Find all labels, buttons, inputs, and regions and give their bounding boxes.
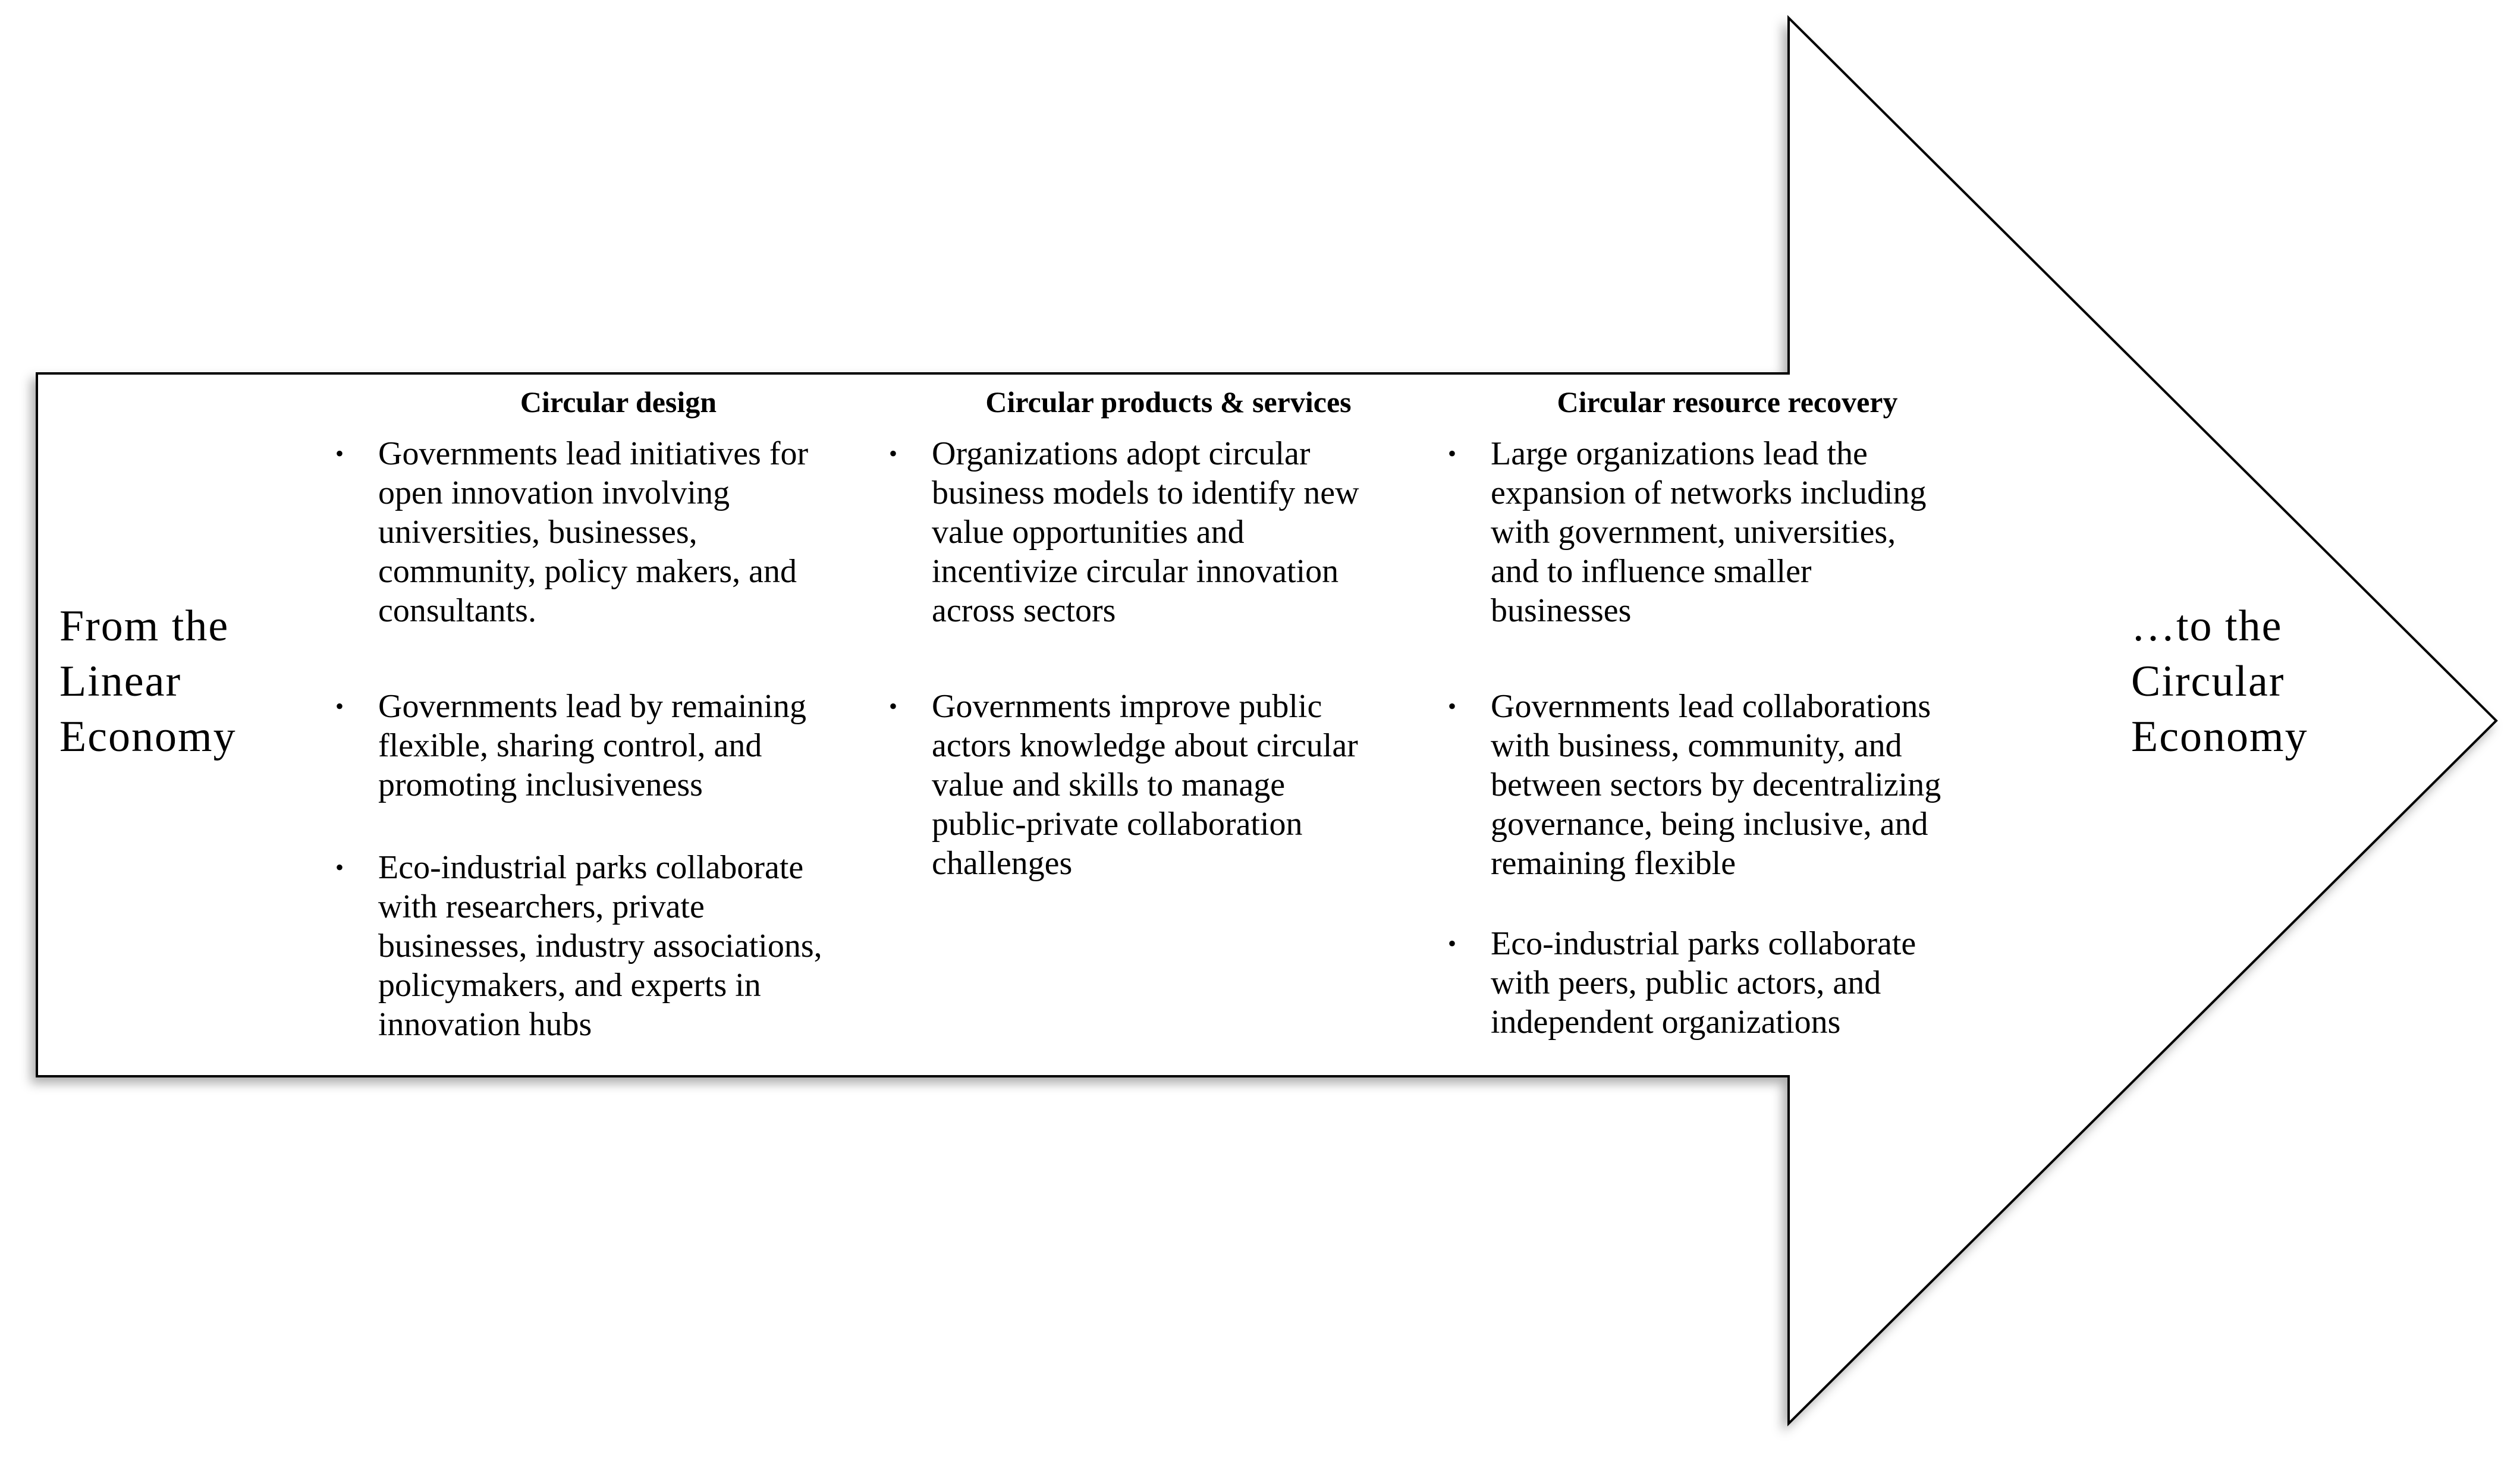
bullet-item: • Governments lead collaborations with b…	[1447, 687, 1941, 883]
column-header-circular-products-services: Circular products & services	[985, 385, 1352, 419]
from-linear-economy-label: From the Linear Economy	[59, 602, 237, 761]
bullet-dot-icon: •	[1448, 693, 1457, 719]
bullet-item: • Eco-industrial parks collaborate with …	[1447, 924, 1916, 1042]
bullet-text: Eco-industrial parks collaborate with re…	[378, 849, 822, 1043]
bullet-item: • Large organizations lead the expansion…	[1447, 434, 1927, 630]
bullet-dot-icon: •	[335, 693, 344, 719]
arrow-polygon	[36, 15, 2498, 1427]
bullet-text: Large organizations lead the expansion o…	[1491, 435, 1927, 629]
bullet-item: • Organizations adopt circular business …	[888, 434, 1359, 630]
bullet-dot-icon: •	[889, 693, 898, 719]
to-circular-economy-label: …to the Circular Economy	[2131, 602, 2308, 761]
bullet-text: Governments lead initiatives for open in…	[378, 435, 809, 629]
bullet-dot-icon: •	[889, 440, 898, 467]
column-header-circular-resource-recovery: Circular resource recovery	[1557, 385, 1898, 419]
bullet-text: Eco-industrial parks collaborate with pe…	[1491, 925, 1916, 1041]
bullet-text: Governments lead collaborations with bus…	[1491, 688, 1941, 882]
bullet-item: • Eco-industrial parks collaborate with …	[334, 848, 822, 1044]
bullet-dot-icon: •	[1448, 930, 1457, 957]
bullet-dot-icon: •	[335, 440, 344, 467]
bullet-text: Governments improve public actors knowle…	[932, 688, 1358, 882]
bullet-item: • Governments improve public actors know…	[888, 687, 1358, 883]
bullet-item: • Governments lead by remaining flexible…	[334, 687, 806, 805]
column-header-circular-design: Circular design	[520, 385, 717, 419]
bullet-text: Governments lead by remaining flexible, …	[378, 688, 807, 803]
bullet-item: • Governments lead initiatives for open …	[334, 434, 808, 630]
bullet-dot-icon: •	[335, 854, 344, 881]
bullet-dot-icon: •	[1448, 440, 1457, 467]
bullet-text: Organizations adopt circular business mo…	[932, 435, 1359, 629]
